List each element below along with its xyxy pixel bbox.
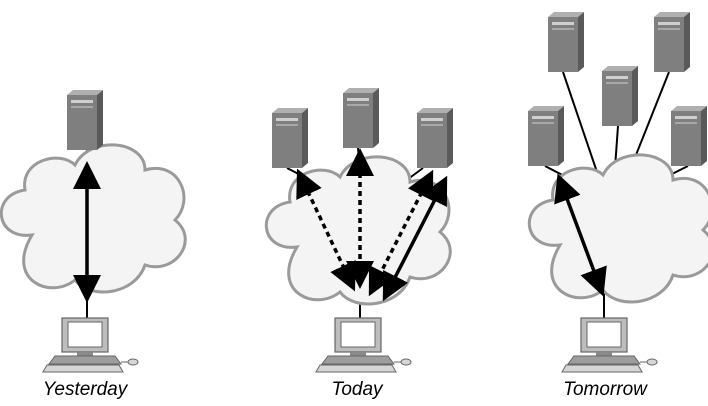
caption-tomorrow: Tomorrow	[563, 379, 648, 400]
server-icon	[528, 106, 564, 166]
server-icon	[417, 108, 453, 168]
link-line	[562, 71, 599, 176]
server-icon	[343, 88, 379, 148]
server-icon	[548, 12, 584, 72]
network-cloud-icon	[527, 153, 708, 304]
server-icon	[671, 106, 707, 166]
desktop-computer-icon	[315, 317, 412, 373]
caption-today: Today	[331, 379, 384, 400]
scene-tomorrow: Tomorrow	[527, 12, 708, 400]
scene-yesterday: Yesterday	[0, 90, 187, 400]
caption-yesterday: Yesterday	[43, 379, 129, 400]
dashed-arrow	[296, 168, 356, 292]
server-icon	[67, 90, 103, 150]
server-icon	[272, 108, 308, 168]
server-icon	[654, 12, 690, 72]
server-icon	[602, 66, 638, 126]
network-cloud-icon	[0, 143, 187, 294]
scene-today: Today	[264, 88, 453, 400]
desktop-computer-icon	[561, 317, 658, 373]
connection-arrow	[382, 175, 448, 302]
connection-arrow	[554, 173, 607, 297]
desktop-computer-icon	[42, 317, 139, 373]
